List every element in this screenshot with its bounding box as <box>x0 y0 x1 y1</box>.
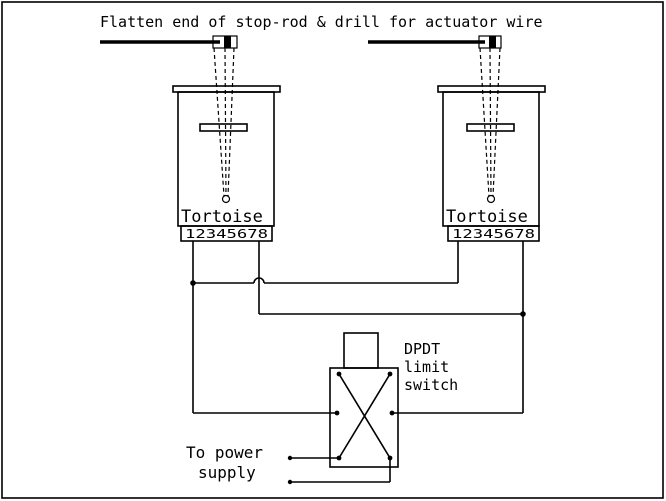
left-pin-numbers: 12345678 <box>185 227 268 241</box>
left-tortoise-label: Tortoise <box>181 207 263 227</box>
switch-label-line-1: DPDT <box>404 340 440 358</box>
right-stop-rod <box>368 35 502 204</box>
power-label-line-2: supply <box>198 463 256 482</box>
left-tortoise-machine <box>172 85 281 242</box>
wiring <box>190 241 526 414</box>
right-pin-numbers: 12345678 <box>452 227 535 241</box>
switch-label-line-3: switch <box>404 376 458 394</box>
right-tortoise-machine <box>437 85 546 242</box>
power-label-line-1: To power <box>186 443 263 462</box>
left-stop-rod <box>100 35 238 204</box>
right-tortoise-label: Tortoise <box>446 207 528 227</box>
switch-label-line-2: limit <box>404 358 449 376</box>
caption: Flatten end of stop-rod & drill for actu… <box>100 13 543 31</box>
power-supply-leads <box>287 455 391 485</box>
dpdt-limit-switch <box>329 332 399 468</box>
